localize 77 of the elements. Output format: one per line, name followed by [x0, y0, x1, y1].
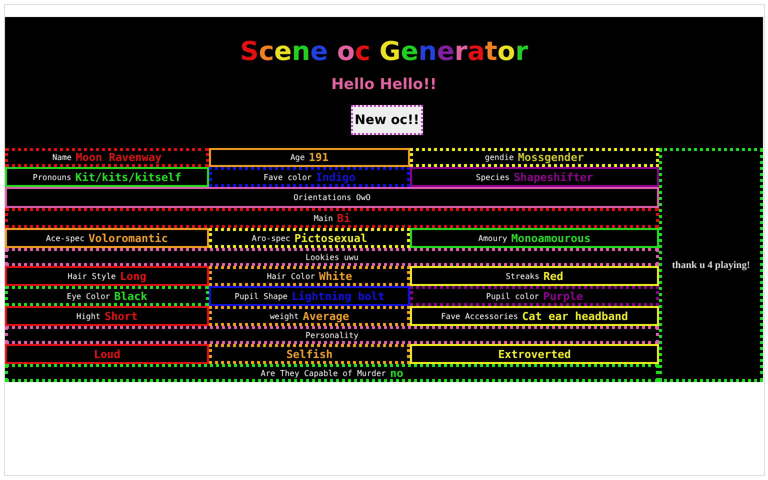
- field-label: gendie: [484, 153, 514, 162]
- section-heading: Orientations OwO: [293, 193, 371, 202]
- table-cell: [5, 248, 659, 266]
- table-cell: [5, 266, 209, 286]
- table-cell: [209, 167, 410, 187]
- table-cell: [410, 266, 659, 286]
- new-oc-button: New oc!!: [351, 105, 423, 135]
- table-cell: [5, 208, 659, 228]
- field-value: Moon Ravenway: [76, 151, 162, 164]
- table-cell: [209, 286, 410, 306]
- table-cell: [5, 364, 659, 382]
- table-cell: [209, 344, 410, 364]
- field-value: Voloromantic: [88, 232, 168, 244]
- field-label: Species: [476, 172, 510, 182]
- field-value: Indigo: [316, 170, 356, 184]
- field-label: Ace-spec: [46, 234, 85, 242]
- field-value: Purple: [543, 290, 583, 302]
- table-cell: [410, 148, 659, 167]
- table-cell: [659, 148, 763, 382]
- field-value: Cat ear headband: [522, 310, 628, 322]
- table-cell: [209, 306, 410, 326]
- table-cell: [5, 187, 659, 208]
- table-cell: [5, 344, 209, 364]
- field-value: Long: [120, 270, 146, 282]
- greeting-heading: Hello Hello!!: [331, 75, 437, 93]
- section-heading: Lookies uwu: [306, 252, 358, 262]
- table-cell: [5, 228, 209, 248]
- field-label: Main: [314, 214, 333, 222]
- field-value: Bi: [337, 212, 350, 224]
- field-label: Fave color: [264, 172, 312, 182]
- field-label: Hight: [76, 312, 100, 320]
- table-cell: [410, 228, 659, 248]
- field-label: Are They Capable of Murder: [260, 368, 386, 378]
- table-cell: [410, 344, 659, 364]
- field-label: Hair Color: [266, 272, 316, 280]
- table-cell: [410, 306, 659, 326]
- field-value: Mossgender: [518, 151, 584, 164]
- field-value: 191: [308, 151, 329, 164]
- table-cell: [5, 306, 209, 326]
- table-cell: [209, 266, 410, 286]
- field-value: no: [390, 366, 404, 380]
- field-label: Aro-spec: [252, 234, 290, 242]
- section-heading: Personality: [306, 330, 358, 340]
- field-label: Amoury: [478, 234, 508, 242]
- field-value: Lightning bolt: [292, 290, 384, 302]
- field-value: Average: [302, 310, 350, 322]
- field-value: Short: [104, 310, 138, 322]
- trait-value: Loud: [94, 348, 120, 360]
- field-label: Pupil Shape: [234, 292, 288, 300]
- table-cell: [5, 148, 209, 167]
- table-cell: [410, 286, 659, 306]
- trait-value: Extroverted: [498, 348, 571, 360]
- table-cell: [5, 167, 209, 187]
- field-value: Monoamourous: [511, 232, 591, 244]
- field-value: Pictosexual: [294, 232, 368, 244]
- field-value: Red: [543, 270, 564, 282]
- field-value: Black: [114, 290, 148, 302]
- field-label: Eye Color: [66, 292, 110, 300]
- field-value: Shapeshifter: [514, 170, 594, 184]
- field-label: Pronouns: [32, 172, 72, 182]
- table-cell: [209, 228, 410, 248]
- table-cell: [410, 167, 659, 187]
- field-label: weight: [270, 312, 299, 320]
- table-cell: [5, 326, 659, 344]
- field-label: Streaks: [506, 272, 540, 280]
- title: Scene oc Generator: [240, 37, 528, 67]
- table-cell: [5, 286, 209, 306]
- table-cell: [209, 148, 410, 167]
- field-value: Kit/kits/kitself: [75, 170, 182, 184]
- field-label: Name: [52, 153, 72, 162]
- field-label: Age: [290, 153, 305, 162]
- field-label: Fave Accessories: [440, 312, 518, 320]
- field-label: Hair Style: [68, 272, 116, 280]
- note-text: thank u 4 playing!: [672, 260, 750, 270]
- field-value: White: [319, 270, 352, 282]
- field-label: Pupil color: [486, 292, 540, 300]
- trait-value: Selfish: [286, 348, 333, 360]
